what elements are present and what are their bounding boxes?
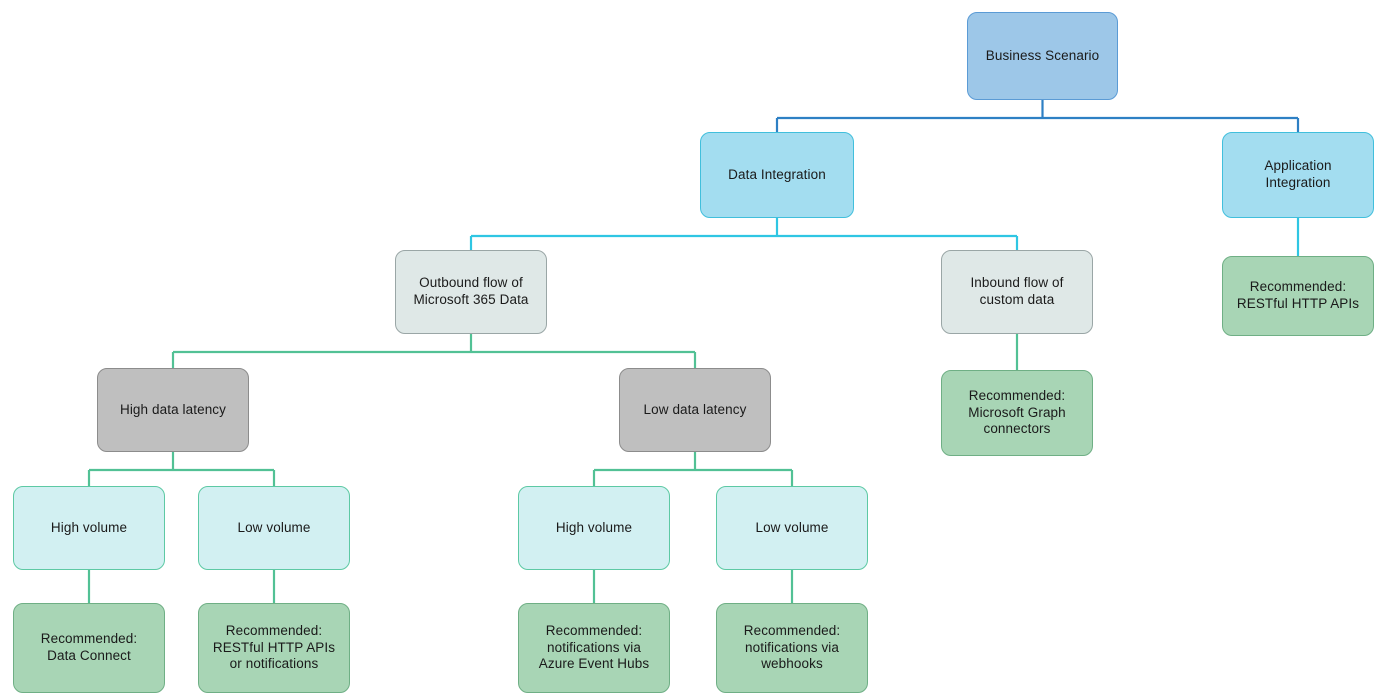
- node-inbound-flow[interactable]: Inbound flow of custom data: [941, 250, 1093, 334]
- node-ll-high-rec[interactable]: Recommended: notifications via Azure Eve…: [518, 603, 670, 693]
- node-low-latency[interactable]: Low data latency: [619, 368, 771, 452]
- node-hl-low-volume[interactable]: Low volume: [198, 486, 350, 570]
- node-high-latency[interactable]: High data latency: [97, 368, 249, 452]
- node-hl-high-rec[interactable]: Recommended: Data Connect: [13, 603, 165, 693]
- node-application-integration[interactable]: Application Integration: [1222, 132, 1374, 218]
- node-hl-low-rec[interactable]: Recommended: RESTful HTTP APIs or notifi…: [198, 603, 350, 693]
- node-ll-low-rec[interactable]: Recommended: notifications via webhooks: [716, 603, 868, 693]
- node-inbound-rec[interactable]: Recommended: Microsoft Graph connectors: [941, 370, 1093, 456]
- node-hl-high-volume[interactable]: High volume: [13, 486, 165, 570]
- node-ll-high-volume[interactable]: High volume: [518, 486, 670, 570]
- node-outbound-flow[interactable]: Outbound flow of Microsoft 365 Data: [395, 250, 547, 334]
- node-app-integration-rec[interactable]: Recommended: RESTful HTTP APIs: [1222, 256, 1374, 336]
- node-data-integration[interactable]: Data Integration: [700, 132, 854, 218]
- node-root[interactable]: Business Scenario: [967, 12, 1118, 100]
- node-ll-low-volume[interactable]: Low volume: [716, 486, 868, 570]
